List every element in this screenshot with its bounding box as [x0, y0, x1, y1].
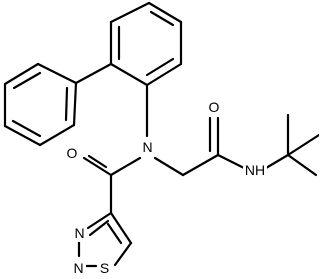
- atom-nh: NH: [243, 161, 267, 179]
- ch2-carbonyl-bond: [181, 153, 220, 177]
- atom-label-o-right: O: [209, 99, 220, 115]
- atom-label-o-left: O: [67, 145, 78, 161]
- atom-label-nh: NH: [245, 162, 265, 178]
- n-carbonyl-bond: [109, 156, 142, 177]
- tert-butyl-group: [286, 113, 319, 177]
- atom-s-ring: S: [97, 259, 112, 277]
- atom-label-n-ring-a: N: [74, 225, 84, 241]
- atom-n-ring-a: N: [72, 224, 87, 242]
- atom-label-n: N: [142, 139, 152, 155]
- nh-tbutyl-bond: [264, 153, 290, 170]
- right-carbonyl-double-bond: [208, 116, 220, 157]
- upper-phenyl-ring: [109, 1, 183, 87]
- atom-n-amide: N: [140, 138, 155, 156]
- atom-o-right: O: [206, 98, 222, 116]
- atom-n-ring-b: N: [71, 259, 86, 277]
- n-ch2-bond: [153, 156, 185, 177]
- atom-label-s: S: [100, 260, 109, 276]
- biaryl-bond: [74, 62, 113, 85]
- atom-label-n-ring-b: N: [73, 260, 83, 276]
- thiadiazole-ring: [77, 211, 133, 268]
- atom-o-left: O: [64, 144, 80, 162]
- carbonyl-nh-bond: [216, 153, 246, 170]
- left-carbonyl-double-bond: [82, 154, 113, 177]
- left-phenyl-ring: [3, 62, 78, 147]
